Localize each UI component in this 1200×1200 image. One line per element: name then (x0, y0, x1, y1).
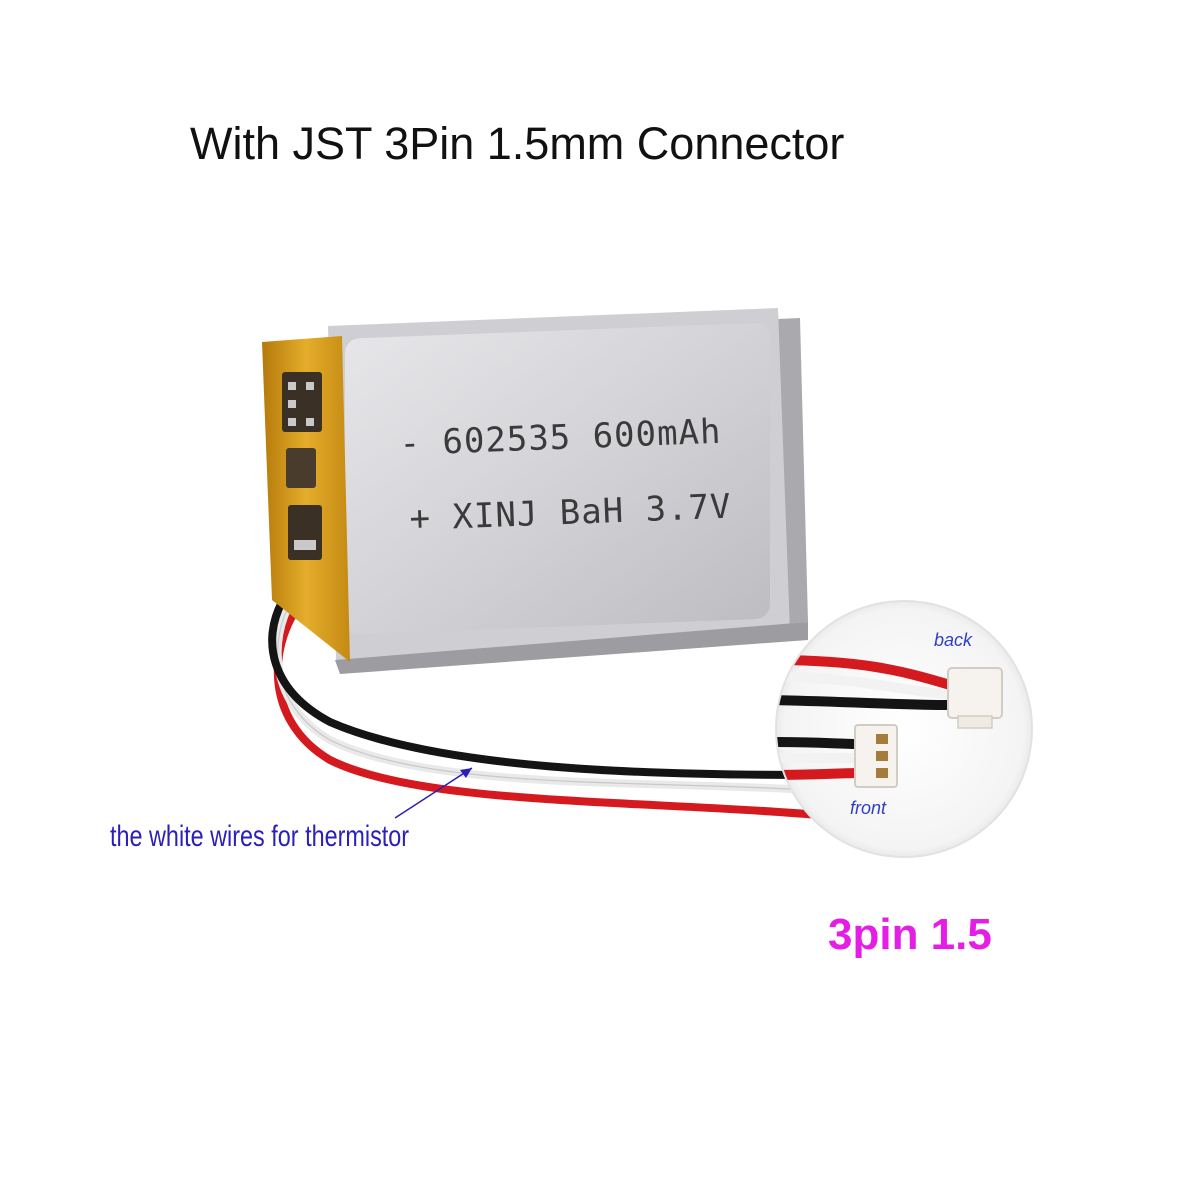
kapton-tape-pcb (262, 336, 350, 662)
battery-face (345, 322, 770, 635)
headline: With JST 3Pin 1.5mm Connector (190, 118, 845, 169)
back-label: back (934, 630, 973, 650)
back-connector (947, 667, 1003, 729)
front-label: front (850, 798, 887, 818)
annotation-arrow (394, 767, 473, 819)
pin-label: 3pin 1.5 (828, 910, 992, 959)
thermistor-annotation: the white wires for thermistor (110, 820, 410, 853)
connector-inset (775, 600, 1033, 858)
wire-bundle (268, 594, 824, 819)
black-wire (268, 598, 814, 779)
front-connector (854, 724, 898, 788)
battery-cell (328, 308, 808, 674)
